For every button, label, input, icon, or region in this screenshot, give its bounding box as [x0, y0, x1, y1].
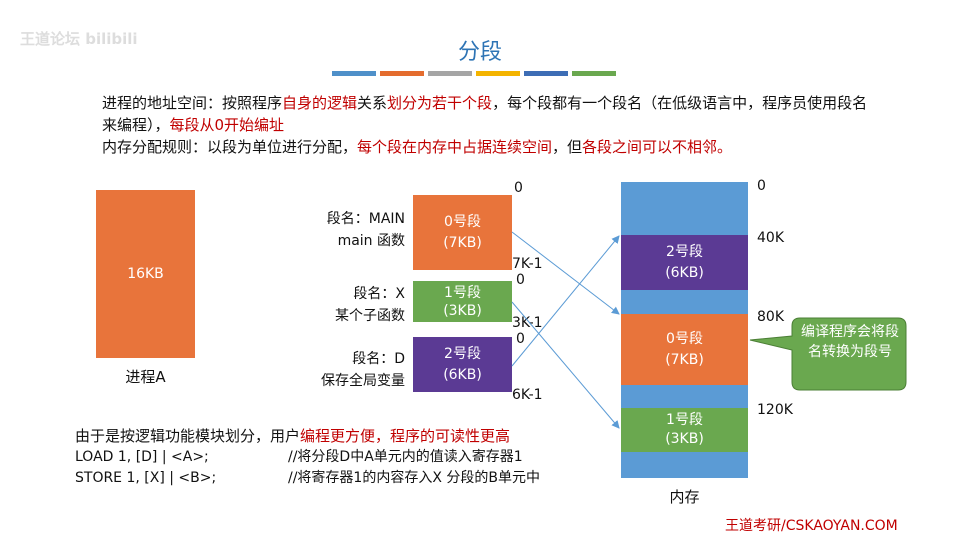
- segment-2-start: 0: [516, 331, 525, 347]
- segment-2-box: 2号段(6KB): [413, 337, 512, 392]
- process-label: 进程A: [125, 368, 166, 386]
- color-bar: [476, 71, 520, 76]
- code-instr: STORE 1, [X] | <B>;: [75, 470, 217, 486]
- intro-text: 进程的地址空间：按照程序自身的逻辑关系划分为若干个段，每个段都有一个段名（在低级…: [102, 94, 868, 156]
- callout-text: 编译程序会将段名转换为段号: [801, 324, 899, 360]
- code-instr: LOAD 1, [D] | <A>;: [75, 449, 209, 465]
- arrow-seg1: [511, 301, 620, 429]
- process-box: 16KB: [96, 190, 195, 358]
- page-title: 分段: [457, 40, 502, 65]
- memory-block-2: 2号段(6KB): [621, 235, 748, 290]
- arrow-seg0: [511, 231, 620, 315]
- segment-1-end: 3K-1: [512, 315, 543, 331]
- segment-0-start: 0: [514, 180, 523, 196]
- code-comment: //将分段D中A单元内的值读入寄存器1: [288, 449, 523, 465]
- memory-label: 内存: [669, 488, 700, 506]
- color-bar: [380, 71, 424, 76]
- watermark: 王道论坛 bilibili: [20, 30, 138, 48]
- segment-0-box: 0号段(7KB): [413, 195, 512, 270]
- address-label: 40K: [757, 230, 784, 246]
- code-comment: //将寄存器1的内容存入X 分段的B单元中: [288, 470, 540, 486]
- color-bar: [524, 71, 568, 76]
- address-label: 80K: [757, 309, 784, 325]
- segment-0-end: 7K-1: [512, 256, 543, 272]
- memory-block-1: 1号段(3KB): [621, 408, 748, 452]
- arrow-seg2: [511, 235, 620, 367]
- footer-brand: 王道考研/CSKAOYAN.COM: [725, 518, 898, 534]
- color-bar: [428, 71, 472, 76]
- color-bar: [572, 71, 616, 76]
- memory-block-0: 0号段(7KB): [621, 314, 748, 385]
- segment-2-end: 6K-1: [512, 387, 543, 403]
- segment-1-box: 1号段(3KB): [413, 281, 512, 322]
- bottom-line1: 由于是按逻辑功能模块划分，用户编程更方便，程序的可读性更高: [75, 427, 511, 445]
- callout-shape: [749, 317, 907, 391]
- color-bar: [332, 71, 376, 76]
- address-label: 120K: [757, 402, 793, 418]
- address-label: 0: [757, 178, 766, 194]
- segment-1-start: 0: [516, 272, 525, 288]
